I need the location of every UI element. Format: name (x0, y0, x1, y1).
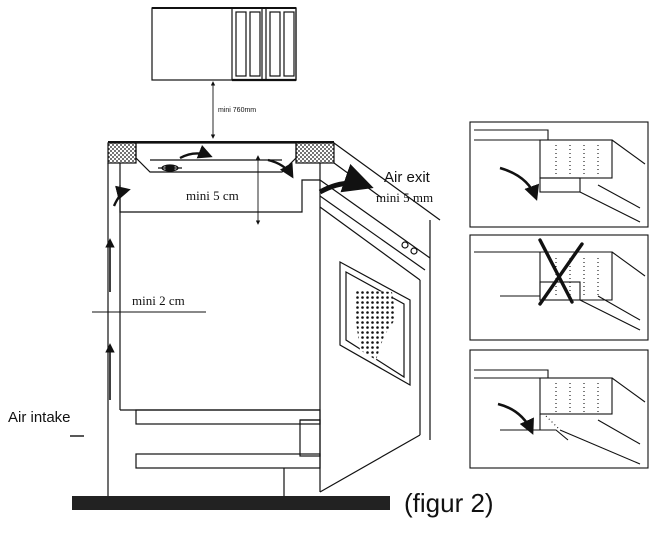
label-mini-760: mini 760mm (218, 107, 256, 114)
cross-mark-icon (538, 238, 584, 306)
detail-panel-incorrect (469, 234, 649, 341)
oven-window-glass (354, 290, 396, 360)
kitchen-cabinet (107, 163, 431, 496)
detail-panel-correct-1 (469, 121, 649, 228)
label-air-intake: Air intake (8, 409, 71, 426)
label-mini-5mm: mini 5 mm (376, 190, 433, 205)
label-mini-5cm: mini 5 cm (186, 188, 239, 203)
label-mini-2cm: mini 2 cm (132, 293, 185, 308)
dimension-2cm (92, 306, 206, 318)
airflow-arrows (105, 145, 374, 400)
figure-caption: (figur 2) (404, 488, 494, 518)
wall-cabinet (151, 7, 297, 82)
label-air-exit: Air exit (384, 169, 431, 186)
detail-panel-correct-2 (469, 349, 649, 469)
floor-bar (72, 496, 390, 510)
